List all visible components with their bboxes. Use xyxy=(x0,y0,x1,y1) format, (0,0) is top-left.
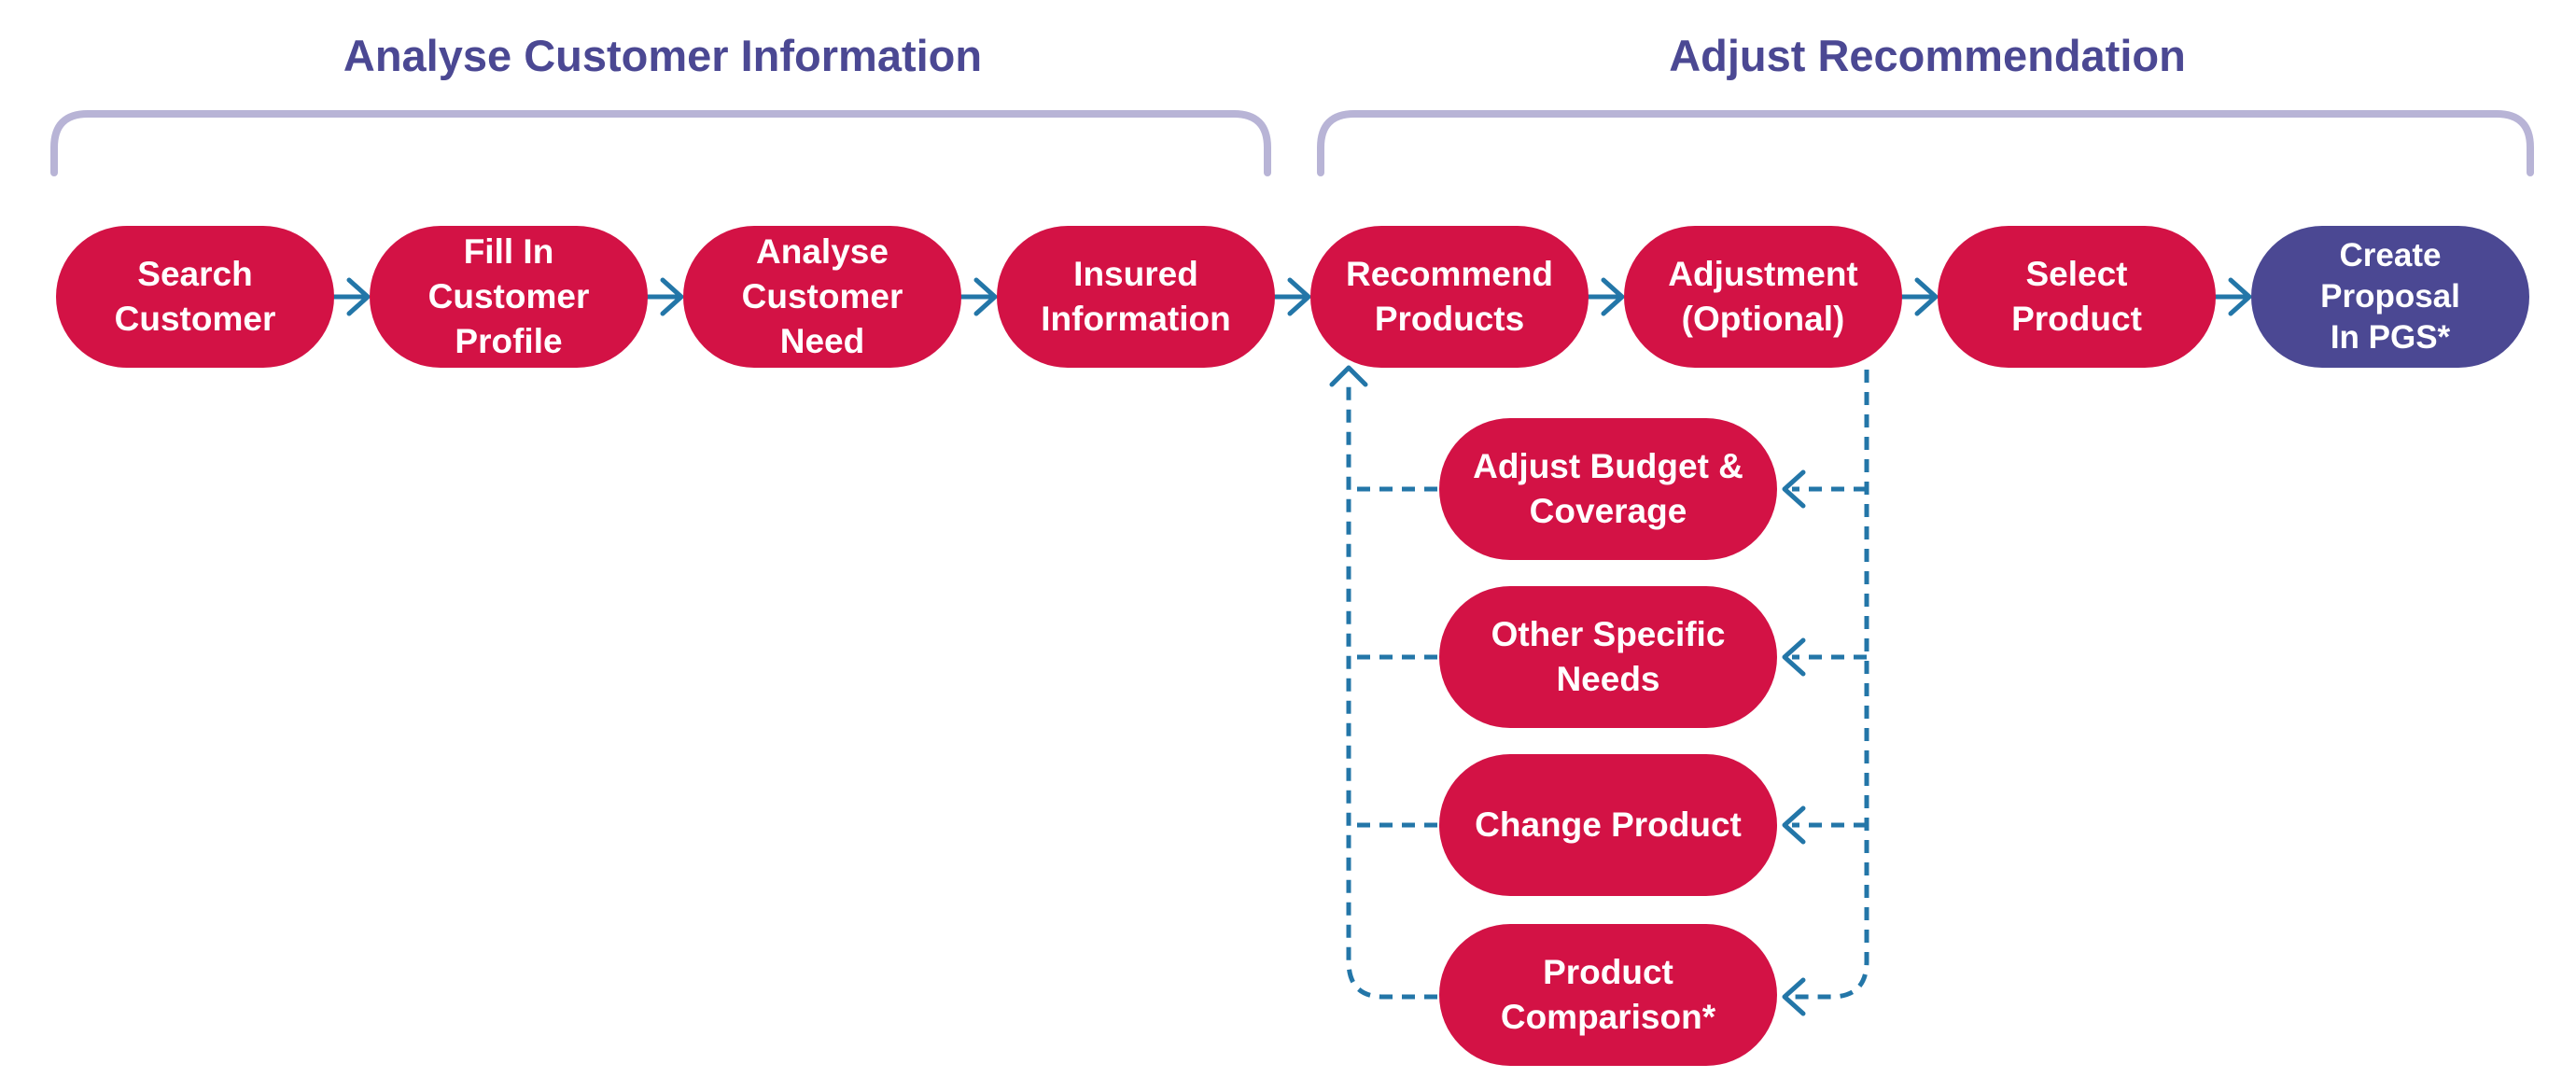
bracket-adjust xyxy=(1317,110,2534,176)
step-create-proposal-in-pgs[interactable]: Create Proposal In PGS* xyxy=(2251,226,2529,368)
step-adjustment-optional[interactable]: Adjustment (Optional) xyxy=(1624,226,1902,368)
arrow-adjustment-to-select xyxy=(1899,277,1939,316)
option-product-comparison[interactable]: Product Comparison* xyxy=(1439,924,1777,1066)
section-title-adjust-recommendation: Adjust Recommendation xyxy=(1669,31,2186,80)
dashed-return-left xyxy=(1346,381,1437,1000)
arrow-search-to-profile xyxy=(331,277,371,316)
dashed-branch-right xyxy=(1792,370,1869,1000)
arrowhead-to-budget xyxy=(1782,469,1806,509)
arrow-profile-to-need xyxy=(645,277,684,316)
step-fill-in-customer-profile[interactable]: Fill In Customer Profile xyxy=(370,226,648,368)
option-change-product[interactable]: Change Product xyxy=(1439,754,1777,896)
arrow-select-to-proposal xyxy=(2213,277,2252,316)
option-adjust-budget-coverage[interactable]: Adjust Budget & Coverage xyxy=(1439,418,1777,560)
arrowhead-to-change xyxy=(1782,805,1806,845)
arrowhead-to-recommend xyxy=(1329,365,1368,387)
arrow-insured-to-recommend xyxy=(1272,277,1311,316)
step-search-customer[interactable]: Search Customer xyxy=(56,226,334,368)
arrowhead-to-comparison xyxy=(1782,977,1806,1016)
arrow-recommend-to-adjustment xyxy=(1586,277,1625,316)
arrow-need-to-insured xyxy=(959,277,998,316)
step-recommend-products[interactable]: Recommend Products xyxy=(1310,226,1589,368)
option-other-specific-needs[interactable]: Other Specific Needs xyxy=(1439,586,1777,728)
section-title-analyse-customer-information: Analyse Customer Information xyxy=(343,31,983,80)
step-select-product[interactable]: Select Product xyxy=(1938,226,2216,368)
step-analyse-customer-need[interactable]: Analyse Customer Need xyxy=(683,226,961,368)
bracket-analyse xyxy=(50,110,1271,176)
arrowhead-to-needs xyxy=(1782,637,1806,677)
step-insured-information[interactable]: Insured Information xyxy=(997,226,1275,368)
